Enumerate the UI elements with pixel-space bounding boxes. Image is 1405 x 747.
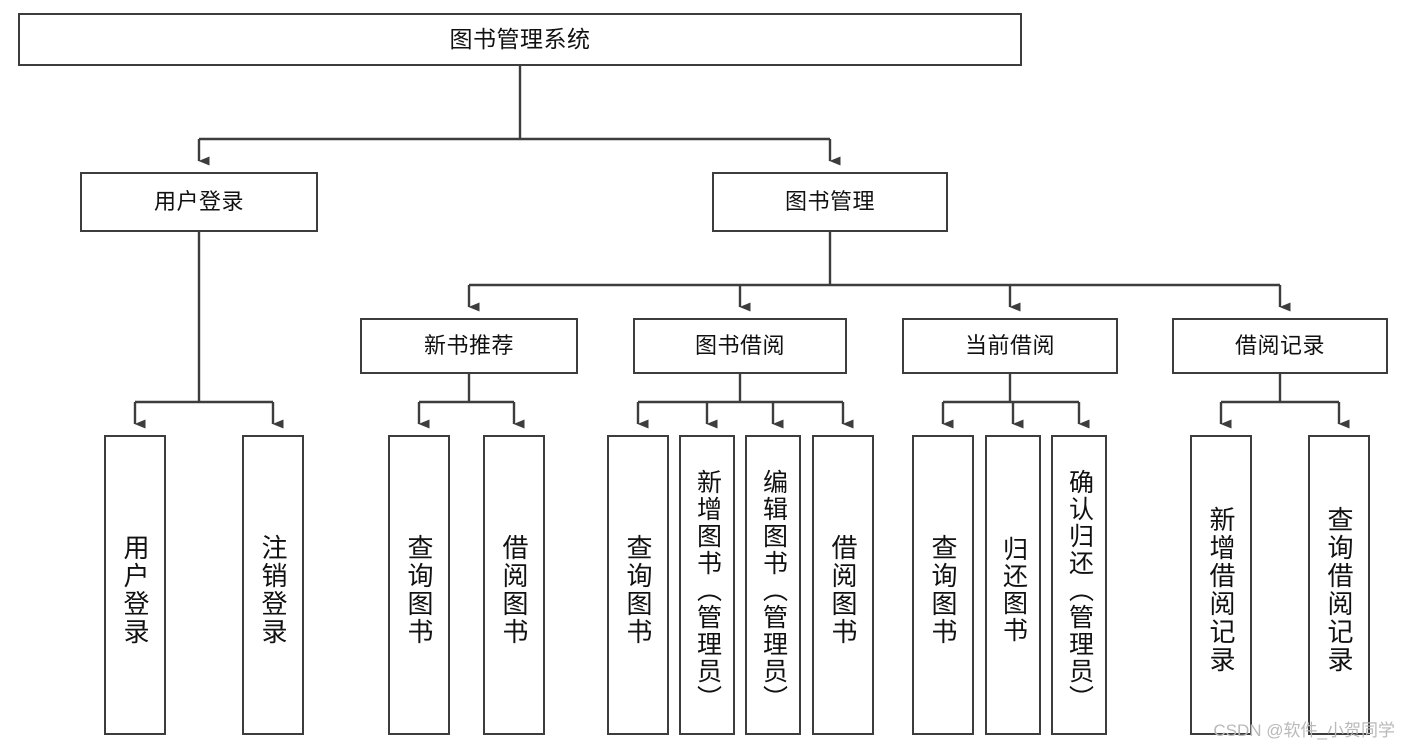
node-label: 查询图书	[623, 534, 653, 646]
node-label: 图书管理系统	[449, 25, 591, 52]
node-label: 用户登录	[153, 189, 244, 215]
node-leaf-confirm-return[interactable]: 确认归还（管理员）	[1051, 435, 1107, 735]
node-user-login[interactable]: 用户登录	[80, 172, 318, 232]
node-leaf-query-book-1[interactable]: 查询图书	[388, 435, 450, 735]
node-label: 查询借阅记录	[1324, 506, 1354, 674]
node-leaf-query-book-3[interactable]: 查询图书	[912, 435, 974, 735]
node-label: 新书推荐	[423, 333, 514, 359]
node-leaf-return-book[interactable]: 归还图书	[985, 435, 1041, 735]
node-label: 新增图书（管理员）	[693, 468, 722, 712]
node-borrow-record[interactable]: 借阅记录	[1172, 318, 1388, 374]
watermark: CSDN @软件_小贺同学	[1213, 721, 1395, 740]
node-leaf-borrow-book-2[interactable]: 借阅图书	[812, 435, 874, 735]
node-label: 图书管理	[784, 189, 875, 215]
node-label: 借阅图书	[499, 534, 529, 646]
node-leaf-query-record[interactable]: 查询借阅记录	[1308, 435, 1370, 735]
node-leaf-query-book-2[interactable]: 查询图书	[607, 435, 669, 735]
node-label: 借阅记录	[1234, 333, 1325, 359]
node-root[interactable]: 图书管理系统	[18, 13, 1022, 66]
node-label: 用户登录	[120, 534, 150, 646]
node-leaf-user-logout[interactable]: 注销登录	[242, 435, 304, 735]
node-leaf-user-login[interactable]: 用户登录	[104, 435, 166, 735]
node-leaf-add-record[interactable]: 新增借阅记录	[1190, 435, 1252, 735]
node-label: 归还图书	[999, 536, 1028, 644]
node-label: 图书借阅	[694, 333, 785, 359]
node-current-borrow[interactable]: 当前借阅	[902, 318, 1118, 374]
node-new-book-rec[interactable]: 新书推荐	[360, 318, 578, 374]
node-leaf-borrow-book-1[interactable]: 借阅图书	[483, 435, 545, 735]
node-label: 当前借阅	[964, 333, 1055, 359]
node-label: 确认归还（管理员）	[1065, 468, 1094, 712]
node-book-borrow[interactable]: 图书借阅	[633, 318, 847, 374]
node-label: 借阅图书	[828, 534, 858, 646]
node-label: 注销登录	[258, 534, 288, 646]
node-label: 编辑图书（管理员）	[759, 468, 788, 712]
node-label: 查询图书	[928, 534, 958, 646]
node-leaf-edit-book[interactable]: 编辑图书（管理员）	[745, 435, 801, 735]
node-leaf-add-book[interactable]: 新增图书（管理员）	[679, 435, 735, 735]
node-label: 新增借阅记录	[1206, 506, 1236, 674]
node-label: 查询图书	[404, 534, 434, 646]
node-book-manage[interactable]: 图书管理	[712, 172, 948, 232]
